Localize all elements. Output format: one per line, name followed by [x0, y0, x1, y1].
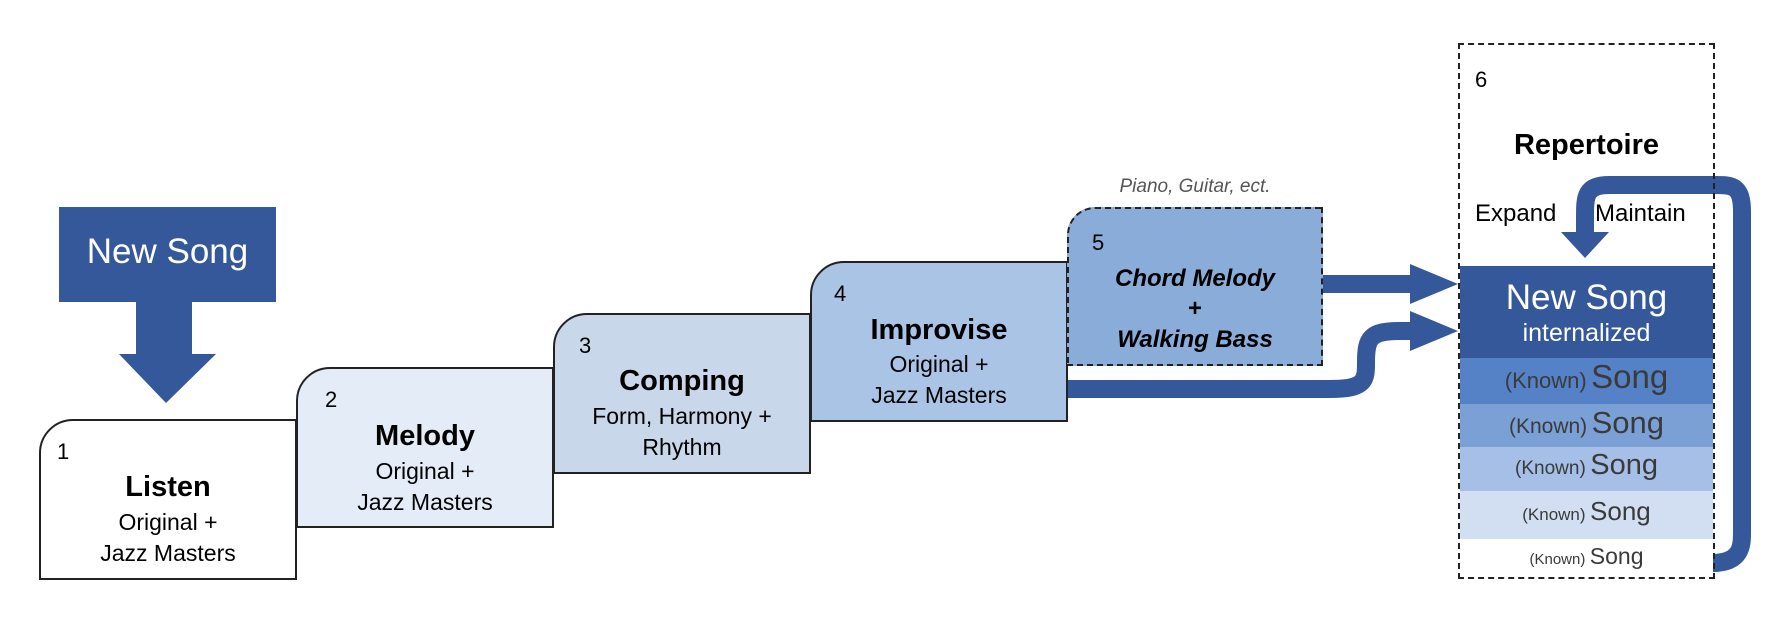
- step-number: 5: [1092, 230, 1105, 255]
- step-line: Jazz Masters: [871, 382, 1007, 408]
- repertoire-box: 6 Repertoire Expand Maintain New Song in…: [1458, 43, 1715, 579]
- step-improvise: 4 Improvise Original + Jazz Masters: [810, 261, 1068, 422]
- known-song-row: (Known) Song: [1460, 404, 1713, 447]
- new-song-title: New Song: [1505, 278, 1668, 317]
- step-line: Form, Harmony +: [592, 403, 772, 429]
- step-number: 1: [57, 439, 70, 464]
- maintain-loop-arrow: [1576, 176, 1751, 572]
- step-title: Improvise: [870, 314, 1008, 346]
- step-line: Jazz Masters: [100, 540, 236, 566]
- known-song-row: (Known) Song: [1460, 491, 1713, 539]
- step-number: 2: [325, 387, 338, 412]
- step-5-note: Piano, Guitar, ect.: [1119, 176, 1271, 197]
- step-line: Rhythm: [642, 434, 722, 460]
- step-line: +: [1187, 295, 1202, 322]
- chord-melody-arrow-head: [1410, 264, 1458, 304]
- internalized-label: internalized: [1522, 319, 1651, 347]
- known-prefix: (Known): [1522, 505, 1586, 524]
- step-chord-melody: 5 Chord Melody + Walking Bass: [1067, 207, 1323, 366]
- down-arrow: [119, 302, 216, 403]
- song-word: Song: [1590, 449, 1658, 481]
- known-prefix: (Known): [1504, 368, 1587, 393]
- step-number: 3: [579, 333, 592, 358]
- step-number: 6: [1475, 67, 1488, 92]
- step-line: Chord Melody: [1115, 265, 1275, 292]
- repertoire-title: Repertoire: [1513, 129, 1660, 161]
- known-prefix: (Known): [1508, 415, 1588, 438]
- improvise-arrow: [1063, 322, 1412, 398]
- known-song-row: (Known) Song: [1460, 447, 1713, 491]
- step-title: Listen: [125, 471, 211, 503]
- known-song-row: (Known) Song: [1460, 539, 1713, 577]
- known-song-row: (Known) Song: [1460, 358, 1713, 404]
- step-title: Melody: [375, 420, 475, 452]
- step-line: Walking Bass: [1117, 326, 1273, 353]
- chord-melody-arrow-shaft: [1320, 275, 1412, 293]
- step-line: Original +: [118, 509, 218, 535]
- step-number: 4: [834, 281, 847, 306]
- step-title: Comping: [619, 365, 745, 397]
- song-word: Song: [1591, 405, 1665, 440]
- known-prefix: (Known): [1515, 458, 1586, 479]
- song-word: Song: [1590, 496, 1651, 526]
- known-prefix: (Known): [1529, 551, 1586, 568]
- new-song-box: [59, 207, 276, 302]
- expand-label: Expand: [1475, 200, 1557, 227]
- song-word: Song: [1589, 543, 1644, 569]
- improvise-arrow-head: [1410, 311, 1458, 351]
- new-song-label: New Song: [86, 232, 249, 271]
- step-line: Jazz Masters: [357, 489, 493, 515]
- new-song-internalized: New Song internalized: [1460, 266, 1713, 358]
- step-listen: 1 Listen Original + Jazz Masters: [39, 419, 297, 580]
- step-comping: 3 Comping Form, Harmony + Rhythm: [553, 313, 811, 474]
- song-word: Song: [1591, 358, 1669, 395]
- step-line: Original +: [375, 458, 475, 484]
- step-line: Original +: [889, 351, 989, 377]
- step-melody: 2 Melody Original + Jazz Masters: [296, 367, 554, 528]
- maintain-arrow-head: [1561, 232, 1609, 258]
- maintain-label: Maintain: [1595, 200, 1686, 228]
